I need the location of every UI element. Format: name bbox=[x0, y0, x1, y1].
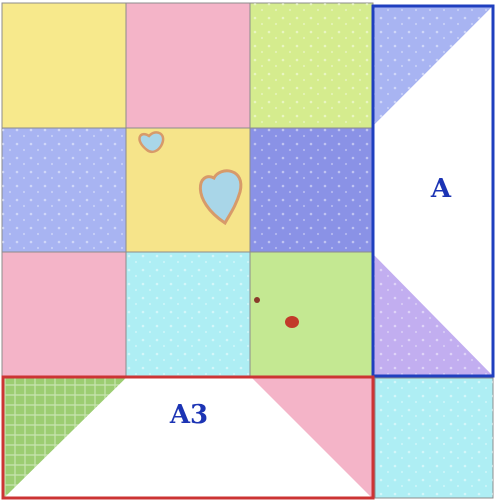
ladybug-motif bbox=[285, 316, 299, 328]
patch-blue-purple-texture bbox=[250, 128, 373, 252]
patch-cyan-texture bbox=[126, 252, 250, 376]
patch-green-floral-texture bbox=[250, 3, 373, 128]
ladybug-small-motif bbox=[254, 297, 260, 303]
patch-pink bbox=[126, 3, 250, 128]
patch-yellow bbox=[2, 3, 126, 128]
patch-periwinkle-texture bbox=[2, 128, 126, 252]
patch-pink-lower bbox=[2, 252, 126, 376]
patch-cyan-corner-texture bbox=[375, 378, 493, 498]
panel-a-label: A bbox=[430, 174, 452, 204]
patch-light-green bbox=[250, 252, 373, 376]
panel-a3-label: A3 bbox=[169, 400, 208, 430]
